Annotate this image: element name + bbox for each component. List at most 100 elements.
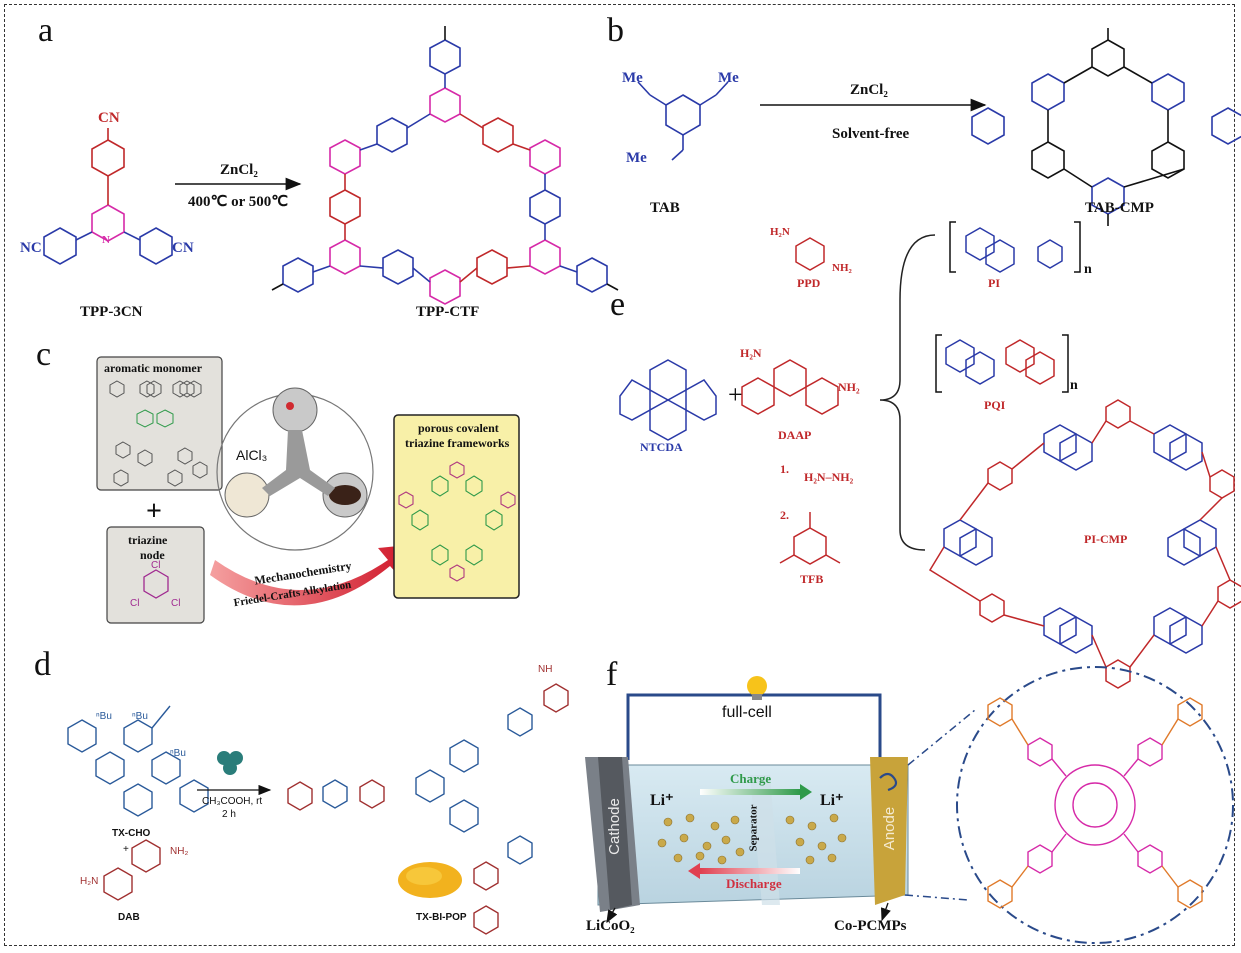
- panel-a-scheme: [43, 26, 619, 305]
- tx-cho-label: TX-CHO: [112, 828, 151, 839]
- discharge-arrow: [700, 868, 800, 874]
- panel-label-a: a: [38, 12, 54, 49]
- d-plus: +: [123, 844, 129, 855]
- panel-label-b: b: [607, 12, 624, 49]
- d-condition-2: 2 h: [222, 809, 236, 820]
- panel-label-e: e: [610, 286, 626, 323]
- pi-n: n: [1084, 262, 1092, 277]
- tx-cho-structure: [67, 705, 209, 817]
- tab-cmp-structure: [971, 28, 1241, 226]
- daap-label: DAAP: [778, 428, 812, 442]
- c-cl-top: Cl: [151, 560, 161, 571]
- d-nh2: NH₂: [170, 846, 189, 857]
- c-alcl3: AlCl₃: [236, 447, 268, 463]
- panel-d-scheme: [67, 683, 569, 935]
- b-conditions: Solvent-free: [832, 126, 910, 142]
- li-ion-right: Li⁺: [820, 792, 844, 809]
- figure-frame: [4, 4, 1235, 946]
- charge-label: Charge: [730, 771, 772, 786]
- tab-label: TAB: [650, 200, 680, 216]
- pi-label: PI: [988, 276, 1000, 290]
- ppd-label: PPD: [797, 276, 821, 290]
- c-cl-left: Cl: [130, 598, 140, 609]
- ntcda-structure: [619, 359, 717, 441]
- zoom-circle: [956, 666, 1234, 944]
- c-plus: +: [146, 496, 162, 527]
- e-step2-num: 2.: [780, 508, 789, 522]
- e-step1: H₂N–NH₂: [804, 470, 854, 484]
- ctf-ring: [398, 461, 516, 582]
- porous-ctf-box: [393, 414, 520, 599]
- mechanochemistry-arrow: [210, 545, 408, 606]
- li-ions: [657, 813, 847, 865]
- ntcda-label: NTCDA: [640, 440, 683, 454]
- tfb-structure: [779, 512, 841, 565]
- ppd-nh2: NH₂: [832, 262, 852, 274]
- panel-c-scheme: [96, 356, 520, 624]
- pi-structure: [949, 221, 1081, 273]
- co-pcmps-label: Co-PCMPs: [834, 918, 907, 934]
- tpp-3cn-label: TPP-3CN: [80, 304, 143, 320]
- discharge-label: Discharge: [726, 876, 782, 891]
- e-h2n: H₂N: [740, 346, 762, 360]
- e-plus: +: [728, 380, 743, 409]
- a-catalyst: ZnCl₂: [220, 162, 258, 178]
- dab-structure: [103, 839, 161, 901]
- d-nbu-3: ⁿBu: [170, 748, 186, 759]
- panel-label-c: c: [36, 336, 52, 373]
- e-step1-num: 1.: [780, 462, 789, 476]
- b-catalyst: ZnCl₂: [850, 82, 888, 98]
- pqi-label: PQI: [984, 398, 1006, 412]
- triazine-node-title-1: triazine: [128, 533, 168, 547]
- a-nc-left: NC: [20, 240, 42, 256]
- product-brace: [879, 234, 936, 551]
- a-pyridine-n: N: [102, 234, 110, 246]
- anode-electrode: [870, 757, 908, 905]
- anode-label: Anode: [881, 806, 899, 851]
- tab-structure: [637, 81, 729, 161]
- a-conditions: 400℃ or 500℃: [188, 194, 289, 210]
- d-condition-1: CH₃COOH, rt: [202, 796, 263, 807]
- pqi-structure: [935, 334, 1069, 393]
- a-cn-top: CN: [98, 110, 120, 126]
- d-nh: NH: [538, 664, 553, 675]
- ctf-box-title-1: porous covalent: [418, 421, 499, 435]
- pi-cmp-structure: [928, 399, 1241, 689]
- panel-f-scheme: [585, 666, 1234, 944]
- e-nh2: NH₂: [838, 380, 860, 394]
- licoo2-label: LiCoO₂: [586, 918, 635, 934]
- panel-e-scheme: [619, 221, 1241, 689]
- tpp-3cn-structure: [43, 128, 173, 265]
- pi-cmp-label: PI-CMP: [1084, 532, 1128, 546]
- li-ion-left: Li⁺: [650, 792, 674, 809]
- ctf-box-title-2: triazine frameworks: [405, 436, 510, 450]
- full-cell-label: full-cell: [722, 704, 772, 721]
- aromatic-monomer-box: [96, 356, 223, 491]
- panel-b-scheme: [637, 28, 1241, 226]
- tx-bi-pop-label: TX-BI-POP: [416, 912, 467, 923]
- tpp-ctf-label: TPP-CTF: [416, 304, 480, 320]
- d-nbu-1: ⁿBu: [96, 711, 112, 722]
- separator-label: Separator: [747, 804, 760, 852]
- triazine-node-title-2: node: [140, 548, 165, 562]
- d-h2n: H₂N: [80, 876, 99, 887]
- daap-structure: [741, 359, 839, 415]
- pqi-n: n: [1070, 378, 1078, 393]
- panel-label-d: d: [34, 646, 51, 683]
- tx-bi-pop-structure: [287, 683, 569, 935]
- b-me-left: Me: [622, 70, 643, 86]
- d-nbu-2: ⁿBu: [132, 711, 148, 722]
- ppd-h2n: H₂N: [770, 226, 790, 238]
- b-me-bottom: Me: [626, 150, 647, 166]
- b-me-right: Me: [718, 70, 739, 86]
- aromatic-monomer-rings: [109, 380, 208, 487]
- triazine-node-box: [106, 526, 205, 624]
- tfb-label: TFB: [800, 572, 824, 586]
- cathode-label: Cathode: [605, 798, 623, 855]
- co-pcmp-structure: [987, 697, 1203, 909]
- charge-arrow: [700, 789, 800, 795]
- tab-cmp-label: TAB-CMP: [1085, 200, 1154, 216]
- tpp-ctf-structure: [271, 26, 619, 305]
- bulb-icon: [747, 676, 767, 696]
